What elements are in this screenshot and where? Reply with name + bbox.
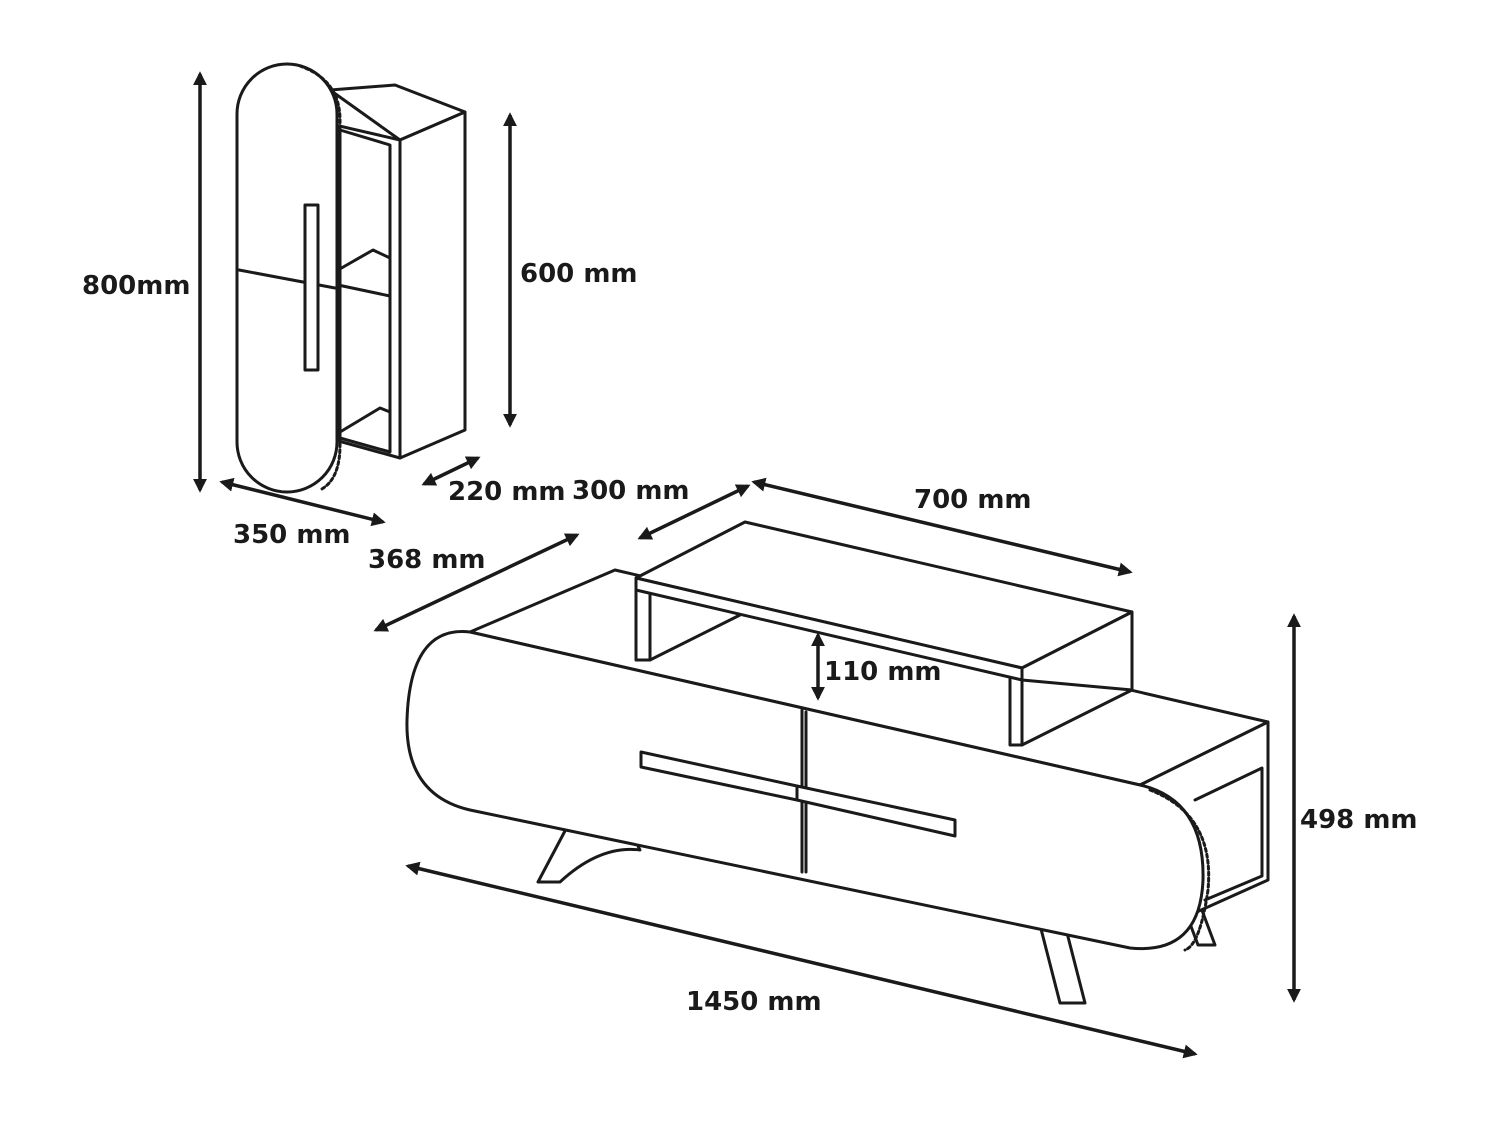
wall-cabinet bbox=[235, 62, 467, 494]
tv-shelf-right-leg-side bbox=[1020, 688, 1134, 747]
tv-unit bbox=[405, 520, 1270, 1005]
dim-line-cabinet-width bbox=[219, 477, 386, 527]
tv-shelf-side bbox=[1020, 610, 1134, 692]
label-shelf-width: 700 mm bbox=[914, 485, 1032, 515]
cabinet-shelf-lower bbox=[338, 406, 392, 434]
label-shelf-gap: 110 mm bbox=[824, 657, 942, 687]
tv-shelf-left-leg bbox=[634, 583, 652, 662]
label-cabinet-depth: 220 mm bbox=[448, 477, 566, 507]
tv-shelf-left-leg-side bbox=[648, 613, 742, 662]
dim-line-unit-depth bbox=[373, 533, 580, 632]
tv-unit-handle-right bbox=[795, 784, 957, 838]
cabinet-door-handle bbox=[303, 203, 320, 372]
dimension-labels: 800mm 600 mm 350 mm 220 mm 300 mm 368 mm… bbox=[82, 259, 1418, 1017]
cabinet-side-panel bbox=[398, 110, 467, 460]
label-unit-depth: 368 mm bbox=[368, 545, 486, 575]
label-unit-height: 498 mm bbox=[1300, 805, 1418, 835]
cabinet-shelf bbox=[336, 248, 392, 298]
tv-unit-side-inner bbox=[1193, 766, 1264, 902]
dimension-lines bbox=[193, 71, 1301, 1059]
label-cabinet-width: 350 mm bbox=[233, 520, 351, 550]
label-shelf-depth: 300 mm bbox=[572, 476, 690, 506]
dim-line-cabinet-depth bbox=[421, 456, 481, 486]
label-cabinet-inner-height: 600 mm bbox=[520, 259, 638, 289]
dim-line-shelf-width bbox=[751, 477, 1133, 577]
dim-line-shelf-depth bbox=[637, 484, 751, 540]
label-cabinet-height: 800mm bbox=[82, 271, 190, 301]
label-unit-length: 1450 mm bbox=[686, 987, 822, 1017]
dim-line-unit-length bbox=[405, 861, 1198, 1059]
